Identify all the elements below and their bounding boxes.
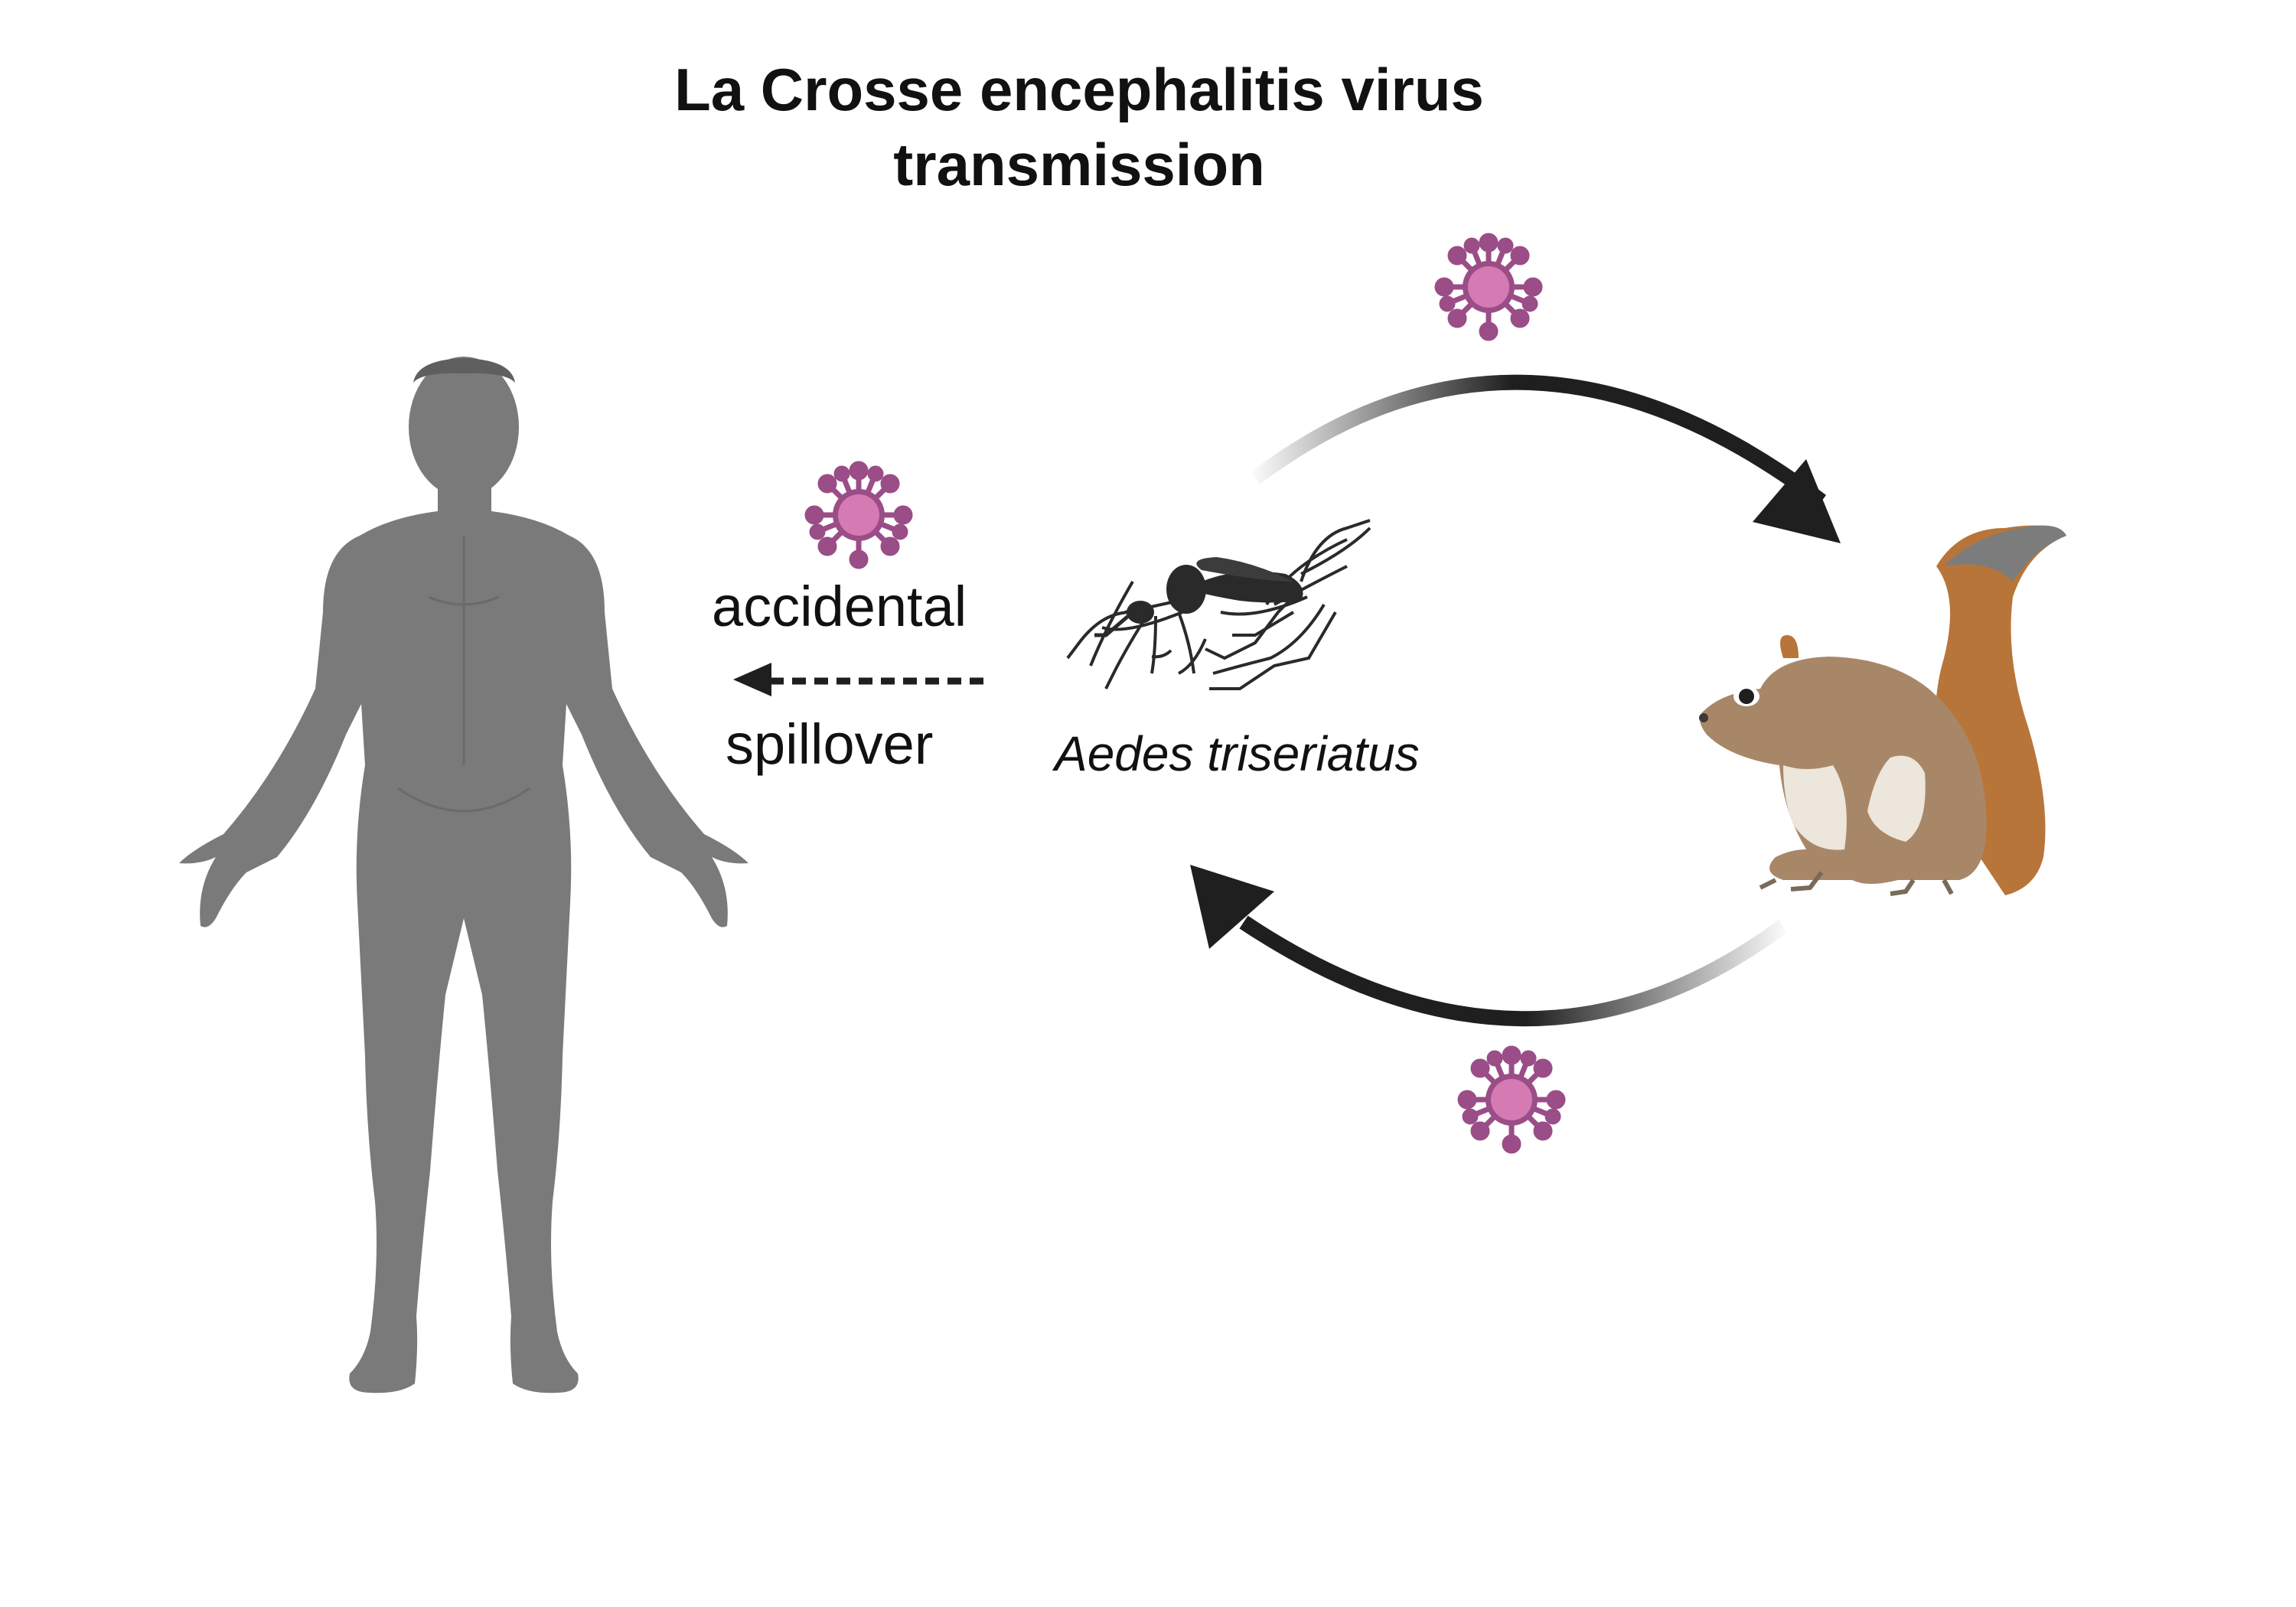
- spillover-arrowhead: [733, 663, 771, 696]
- label-vector-species: Aedes triseriatus: [1055, 726, 1420, 781]
- diagram-title: La Crosse encephalitis virus transmissio…: [429, 52, 1730, 202]
- label-spillover: spillover: [726, 712, 934, 776]
- virus-icon: [1437, 236, 1540, 338]
- virus-icon: [1460, 1048, 1563, 1151]
- virus-icon: [807, 464, 910, 566]
- squirrel-icon: [1699, 525, 2066, 896]
- transmission-arrow-to-mosquito: [1239, 915, 1788, 1027]
- mosquito-icon: [1066, 519, 1371, 690]
- human-figure-icon: [179, 357, 748, 1393]
- arrowhead-to-mosquito: [1190, 865, 1274, 949]
- title-line-2: transmission: [893, 131, 1265, 198]
- arrowhead-to-squirrel: [1753, 459, 1841, 543]
- transmission-arrow-to-squirrel: [1250, 374, 1827, 507]
- title-line-1: La Crosse encephalitis virus: [674, 56, 1484, 123]
- label-accidental: accidental: [712, 575, 967, 638]
